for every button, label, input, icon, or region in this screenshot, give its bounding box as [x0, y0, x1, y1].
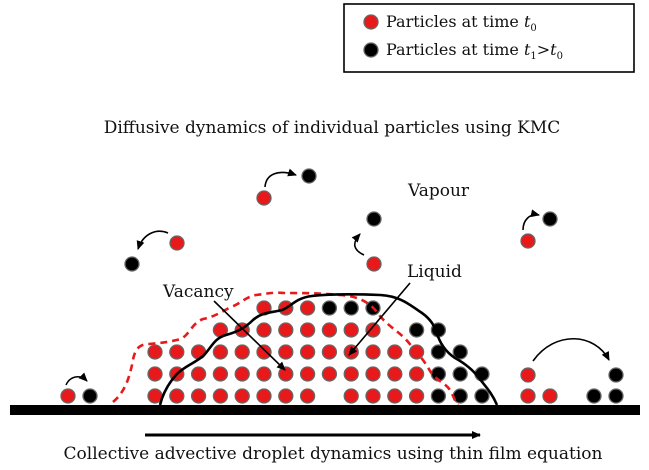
- legend-red-particle: [363, 14, 379, 30]
- particle-black: [430, 344, 447, 360]
- particle-red: [212, 388, 229, 404]
- particle-black: [586, 388, 602, 404]
- particle-red: [60, 388, 76, 404]
- particle-red: [169, 388, 185, 404]
- particle-red: [234, 366, 250, 382]
- particle-red: [256, 322, 272, 338]
- particle-red: [387, 366, 403, 382]
- hop-arrow: [522, 209, 540, 231]
- particle-black: [452, 344, 468, 360]
- particle-red: [278, 322, 294, 338]
- left-pair: [60, 372, 98, 404]
- particle-red: [212, 366, 229, 382]
- particle-black: [408, 322, 425, 338]
- particle-black: [301, 168, 317, 184]
- particle-red: [365, 366, 381, 382]
- particle-black: [452, 366, 468, 382]
- liquid-label: Liquid: [407, 262, 462, 282]
- particle-black: [321, 300, 338, 316]
- particle-black: [608, 367, 624, 383]
- hop-arrow: [65, 372, 88, 386]
- particle-red: [147, 344, 163, 360]
- particle-red: [299, 322, 316, 338]
- vacancy-label: Vacancy: [162, 282, 234, 302]
- particle-red: [321, 366, 338, 382]
- droplet-outline-t0: [112, 291, 459, 406]
- droplet-outline-t1: [158, 293, 499, 406]
- hop-arrow: [136, 230, 169, 250]
- vapour-particles: [124, 168, 558, 272]
- hop-arrow: [351, 233, 365, 256]
- particle-red: [408, 388, 425, 404]
- particle-red: [343, 366, 359, 382]
- legend-item-red: Particles at time t0: [386, 12, 537, 34]
- legend-item-black: Particles at time t1>t0: [386, 40, 563, 62]
- particle-red: [278, 344, 294, 360]
- particle-black: [82, 388, 98, 404]
- particle-black: [366, 211, 382, 227]
- particle-red: [408, 366, 425, 382]
- particle-red: [542, 388, 558, 404]
- droplet-particles: [147, 300, 490, 404]
- vacancy-pointer-arrow: [213, 300, 286, 371]
- particle-red: [147, 366, 163, 382]
- particle-red: [234, 388, 250, 404]
- particle-black: [474, 388, 490, 404]
- particle-red: [169, 344, 185, 360]
- substrate: [10, 405, 640, 415]
- right-cluster: [520, 338, 624, 404]
- particle-black: [542, 211, 558, 227]
- particle-red: [212, 344, 229, 360]
- particle-red: [387, 388, 403, 404]
- particle-red: [169, 235, 185, 251]
- particle-red: [278, 388, 294, 404]
- particle-red: [365, 388, 381, 404]
- particle-red: [387, 344, 403, 360]
- particle-red: [256, 388, 272, 404]
- footer-text: Collective advective droplet dynamics us…: [64, 444, 603, 464]
- hop-arrow: [264, 168, 297, 188]
- particle-red: [520, 233, 536, 249]
- particle-red: [256, 190, 272, 206]
- particle-red: [299, 366, 316, 382]
- particle-red: [278, 366, 294, 382]
- particle-red: [190, 388, 207, 404]
- particle-red: [343, 322, 359, 338]
- particle-black: [124, 256, 140, 272]
- legend: Particles at time t0 Particles at time t…: [343, 3, 635, 73]
- legend-black-particle: [363, 42, 379, 58]
- particle-red: [234, 344, 250, 360]
- hop-arrow: [532, 338, 610, 362]
- particle-black: [343, 300, 359, 316]
- particle-red: [256, 344, 272, 360]
- particle-red: [299, 388, 316, 404]
- particle-red: [190, 366, 207, 382]
- particle-red: [366, 256, 382, 272]
- particle-red: [520, 367, 536, 383]
- particle-red: [299, 300, 316, 316]
- particle-black: [608, 388, 624, 404]
- particle-red: [299, 344, 316, 360]
- particle-red: [520, 388, 536, 404]
- particle-red: [343, 388, 359, 404]
- particle-red: [365, 344, 381, 360]
- heading-text: Diffusive dynamics of individual particl…: [104, 118, 561, 138]
- legend-box: [343, 3, 635, 73]
- particle-red: [365, 322, 381, 338]
- vapour-label: Vapour: [407, 181, 470, 201]
- particle-red: [321, 344, 338, 360]
- particle-red: [321, 322, 338, 338]
- liquid-pointer-arrow: [348, 282, 411, 356]
- particle-black: [452, 388, 468, 404]
- particle-red: [256, 366, 272, 382]
- particle-black: [430, 388, 447, 404]
